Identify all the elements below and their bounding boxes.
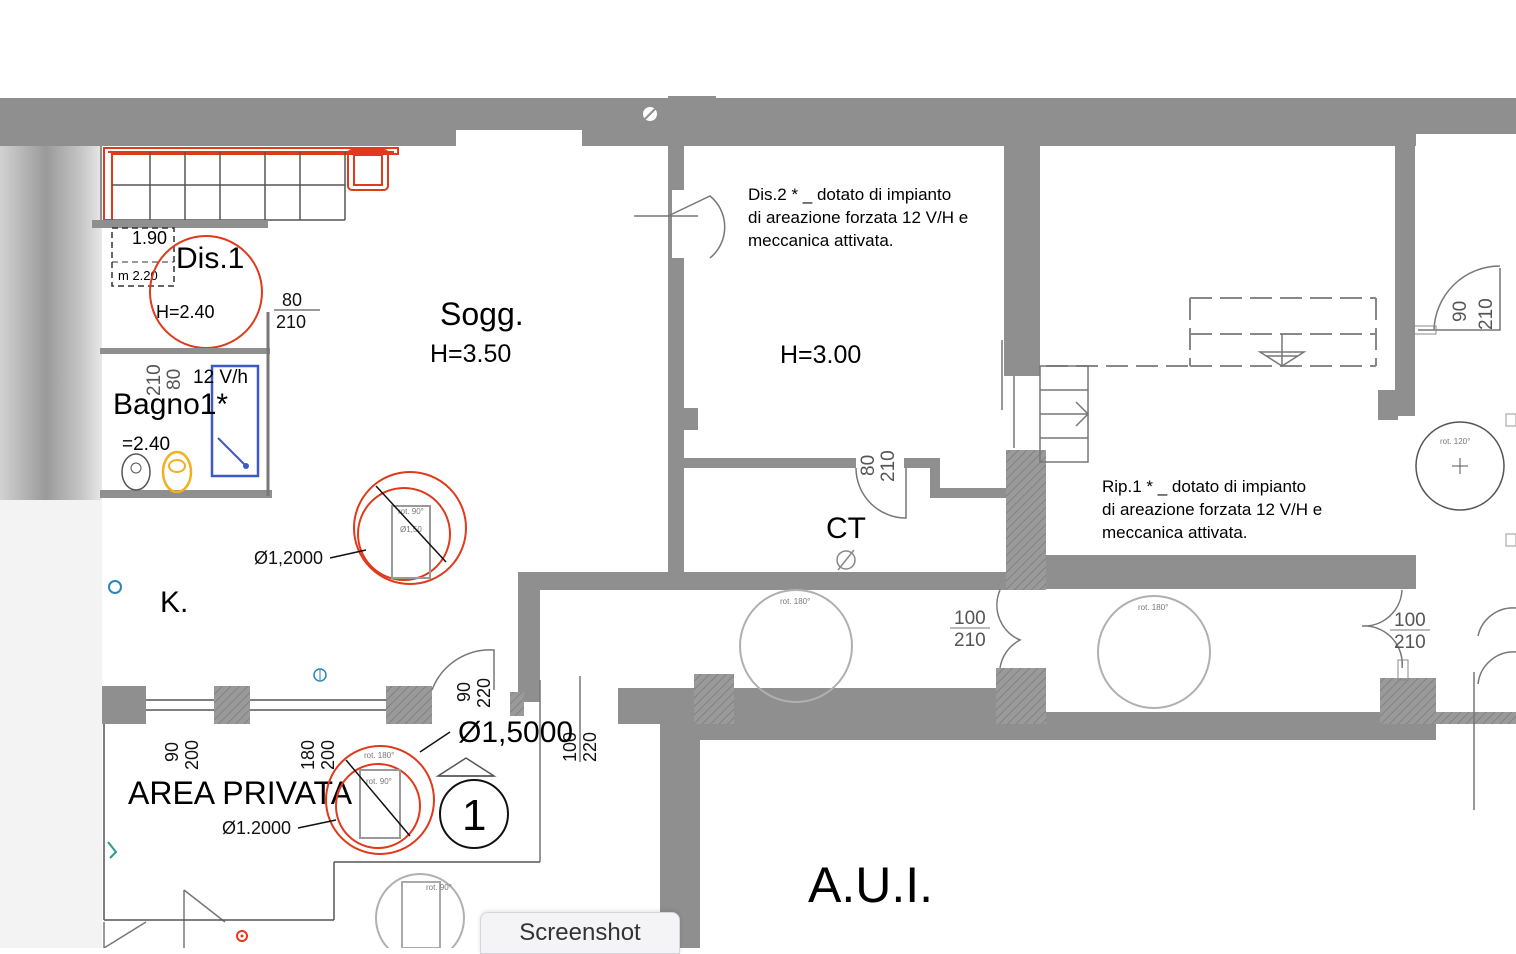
turning-circle-5: rot. 180°: [1097, 595, 1211, 709]
bagno1-vent: 12 V/h: [193, 367, 248, 388]
door7-w: 100: [560, 732, 580, 762]
circle5-rot: rot. 180°: [1138, 603, 1168, 612]
bagno1-height: =2.40: [122, 434, 170, 455]
ct-name: CT: [826, 512, 866, 545]
door3-w: 80: [858, 455, 879, 476]
rip1-note-line3: meccanica attivata.: [1102, 523, 1248, 542]
rip1-stair-arrow: [1013, 334, 1307, 463]
wc: [161, 450, 193, 494]
dis2-note-line2: di areazione forzata 12 V/H e: [748, 208, 968, 227]
circle2-label: Ø1,5000: [458, 716, 573, 749]
utility-symbols: [107, 107, 1516, 942]
door10-h: 210: [1476, 298, 1497, 330]
dis2-height: H=3.00: [780, 341, 861, 369]
turning-circle-1: rot. 90° Ø1,50 Ø1,2000: [254, 471, 467, 585]
door2-w: 80: [164, 369, 185, 390]
circle1-inner: Ø1,50: [400, 525, 422, 534]
shower: [210, 364, 260, 478]
door8-h: 210: [954, 630, 986, 651]
circle2-rot: rot. 180°: [364, 751, 394, 760]
door6-h: 200: [318, 740, 338, 770]
dis1-height: H=2.40: [156, 302, 215, 322]
circle7-rot: rot. 90°: [426, 883, 452, 892]
door9-w: 100: [1394, 610, 1426, 631]
turning-circle-2: rot. 180° rot. 90° Ø1,5000 Ø1.2000: [222, 716, 573, 855]
staircase: [92, 146, 399, 228]
sogg-height: H=3.50: [430, 340, 511, 368]
door4-h: 220: [474, 678, 494, 708]
dis1-dim-a: 1.90: [132, 228, 167, 248]
door1-w: 80: [282, 290, 302, 310]
k-name: K.: [160, 586, 188, 619]
rip1-note-line2: di areazione forzata 12 V/H e: [1102, 500, 1322, 519]
door3-h: 210: [878, 450, 899, 482]
door5-w: 90: [162, 742, 182, 762]
door6-w: 180: [298, 740, 318, 770]
dis1-dim-b: m 2.20: [118, 268, 158, 283]
dis1-name: Dis.1: [176, 242, 244, 275]
area-privata-outline: [103, 724, 540, 921]
turning-circle-7: rot. 90°: [375, 873, 465, 948]
rip1-note-line1: Rip.1 * _ dotato di impianto: [1102, 477, 1306, 496]
dis2-note-line3: meccanica attivata.: [748, 231, 894, 250]
circle4-rot: rot. 180°: [780, 597, 810, 606]
section-marker: 1: [439, 779, 509, 849]
door4-w: 90: [454, 682, 474, 702]
area-privata-name: AREA PRIVATA: [128, 775, 353, 811]
door8-w: 100: [954, 608, 986, 629]
aui-name: A.U.I.: [808, 857, 933, 913]
photo-strip: [0, 98, 102, 500]
sogg-name: Sogg.: [440, 296, 524, 332]
door7-h: 220: [580, 732, 600, 762]
circle1-rot: rot. 90°: [398, 507, 424, 516]
door-swings: [103, 195, 1516, 948]
marker-number: 1: [462, 791, 486, 840]
bagno1-area: 12 V/h Bagno1* =2.40: [100, 312, 272, 498]
circle3-label: Ø1.2000: [222, 818, 291, 838]
door1-h: 210: [276, 312, 306, 332]
door5-h: 200: [182, 740, 202, 770]
turning-circle-4: rot. 180°: [739, 589, 853, 703]
dis2-note-line1: Dis.2 * _ dotato di impianto: [748, 185, 951, 204]
circle6-rot: rot. 120°: [1440, 437, 1470, 446]
turning-circle-6: rot. 120°: [1415, 421, 1505, 511]
circle1-label: Ø1,2000: [254, 548, 323, 568]
bagno1-name: Bagno1*: [113, 388, 228, 421]
door9-h: 210: [1394, 632, 1426, 653]
door10-w: 90: [1450, 301, 1471, 322]
door2-h: 210: [144, 364, 165, 396]
door-dims: 80 210 80 210 80 210 90 220 90 200 180 2…: [144, 290, 1497, 770]
circle3-rot: rot. 90°: [366, 777, 392, 786]
